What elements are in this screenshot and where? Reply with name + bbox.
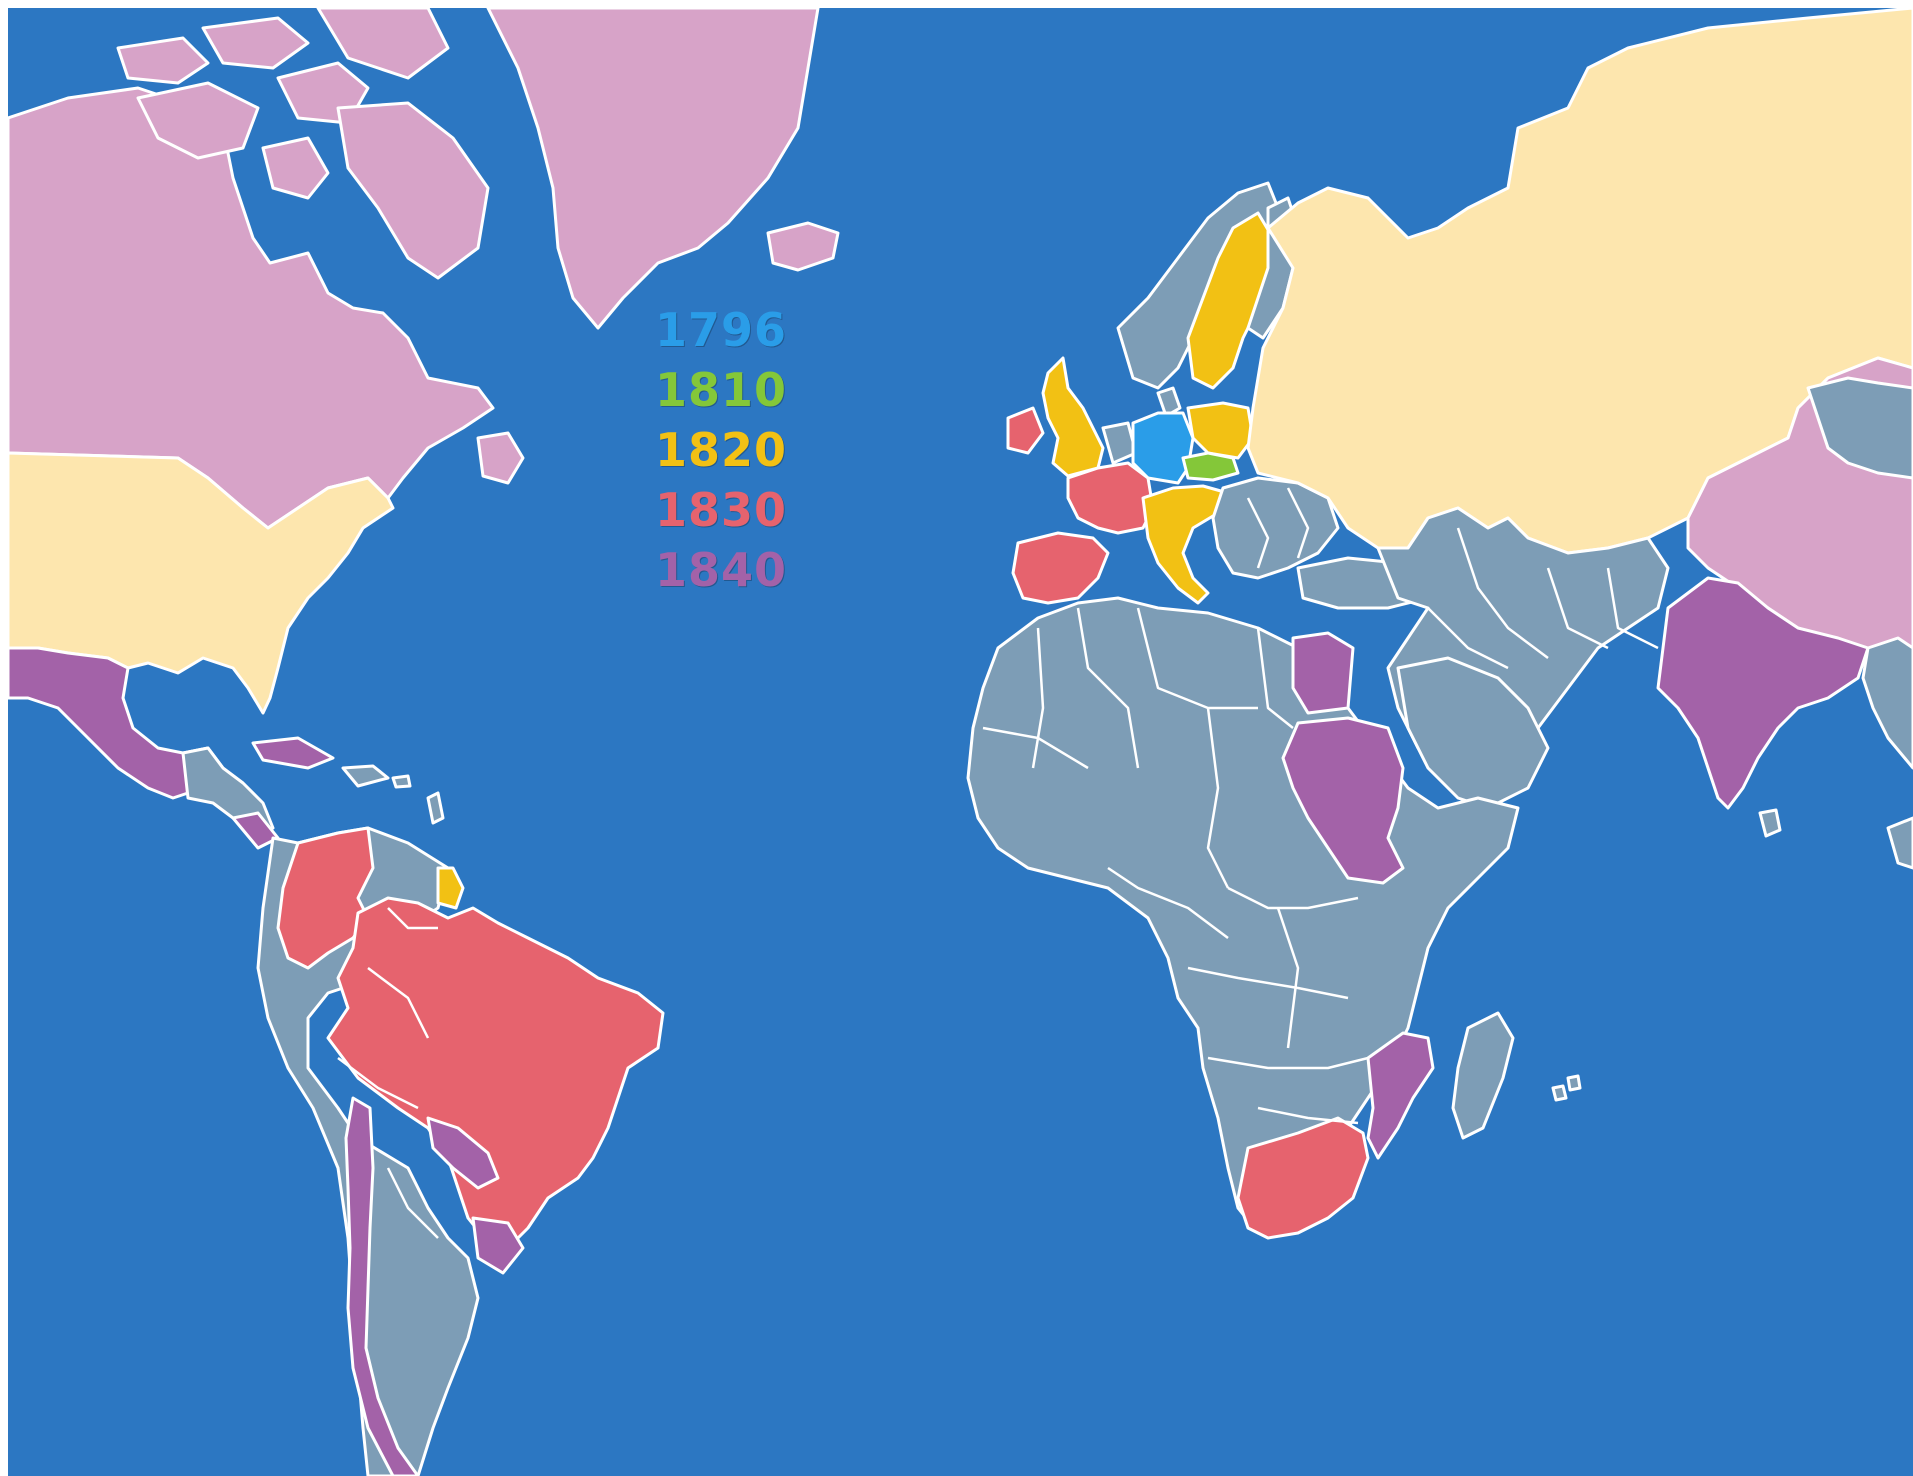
region-puerto-rico: [391, 774, 412, 789]
region-central-america: [181, 746, 275, 835]
world-map: [8, 8, 1913, 1476]
region-poland: [1186, 401, 1255, 460]
region-mascarene: [1551, 1084, 1568, 1102]
legend-entry-1820: 1820: [655, 423, 788, 477]
legend-entry-1810: 1810: [655, 363, 788, 417]
region-paraguay: [426, 1116, 500, 1190]
region-brazil: [326, 896, 665, 1250]
region-arctic-island-3: [136, 81, 260, 160]
region-ceylon: [1758, 808, 1782, 838]
region-egypt: [1291, 631, 1355, 715]
region-austria-italy: [1141, 484, 1230, 605]
world-map-svg: [8, 8, 1913, 1476]
region-baffin-island: [336, 101, 490, 280]
region-ireland: [1006, 406, 1045, 455]
region-hispaniola: [341, 764, 390, 788]
region-bohemia: [1181, 451, 1240, 482]
region-france: [1066, 461, 1155, 535]
region-iberia: [1011, 531, 1110, 605]
region-lesser-antilles: [426, 791, 445, 825]
region-newfoundland: [476, 431, 525, 485]
region-greenland: [486, 8, 820, 330]
region-mozambique: [1366, 1031, 1435, 1160]
region-cuba: [251, 736, 335, 770]
legend-entry-1796: 1796: [655, 303, 788, 357]
map-legend: 1796 1810 1820 1830 1840: [655, 300, 787, 600]
region-sudan: [1281, 716, 1405, 885]
legend-entry-1830: 1830: [655, 483, 788, 537]
region-arctic-island-1: [116, 36, 210, 85]
europe-borders: [1246, 487, 1310, 569]
region-uruguay: [471, 1216, 525, 1275]
region-arabia: [1396, 656, 1550, 810]
region-arctic-island-6: [261, 136, 330, 200]
region-arctic-island-2: [201, 16, 310, 70]
asia-borders: [1427, 527, 1659, 670]
region-east-island: [1886, 816, 1913, 870]
region-guiana: [436, 866, 465, 910]
region-comoros: [1566, 1074, 1582, 1092]
region-india: [1656, 576, 1870, 810]
south-america-borders: [337, 907, 439, 1239]
region-iceland: [766, 221, 840, 272]
legend-entry-1840: 1840: [655, 543, 788, 597]
region-arctic-island-5: [316, 8, 450, 80]
africa-borders: [982, 607, 1369, 1125]
region-madagascar: [1451, 1011, 1515, 1140]
region-far-east: [1806, 376, 1913, 480]
region-chile: [344, 1096, 420, 1476]
region-denmark: [1156, 386, 1182, 418]
region-southeast-asia: [1861, 636, 1913, 770]
